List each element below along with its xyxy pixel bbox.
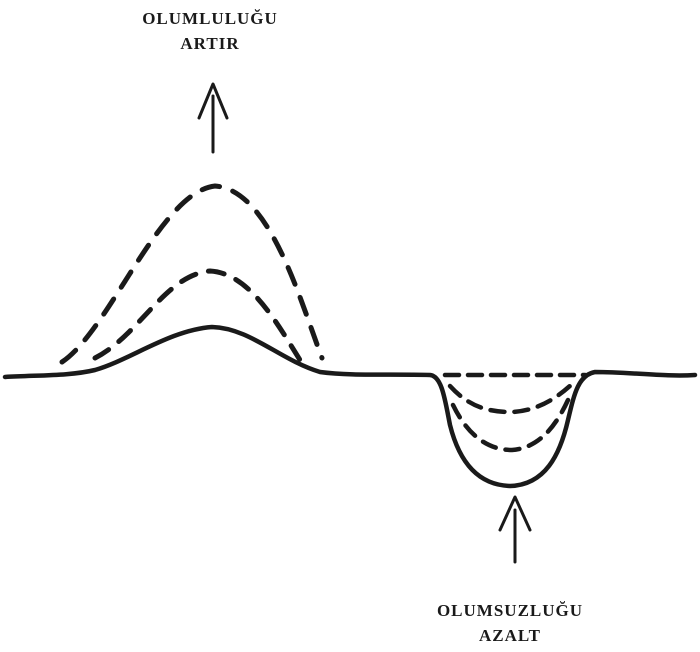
decrease-negative-label: OLUMSUZLUĞU AZALT [380, 598, 640, 648]
increase-positive-label-line1: OLUMLULUĞU [142, 9, 278, 28]
dashed-valley-shallow [447, 381, 575, 415]
dashed-valley-deep [450, 397, 571, 453]
increase-positive-label: OLUMLULUĞU ARTIR [80, 6, 340, 56]
up-arrow [197, 82, 229, 154]
decrease-negative-label-line1: OLUMSUZLUĞU [436, 601, 584, 620]
decrease-negative-label-line2: AZALT [478, 626, 541, 645]
dashed-hill-medium [92, 268, 303, 363]
increase-positive-label-line2: ARTIR [180, 34, 240, 53]
dashed-hill-large [59, 183, 325, 365]
baseline-curve [2, 324, 698, 489]
bottom-arrow [498, 495, 532, 564]
